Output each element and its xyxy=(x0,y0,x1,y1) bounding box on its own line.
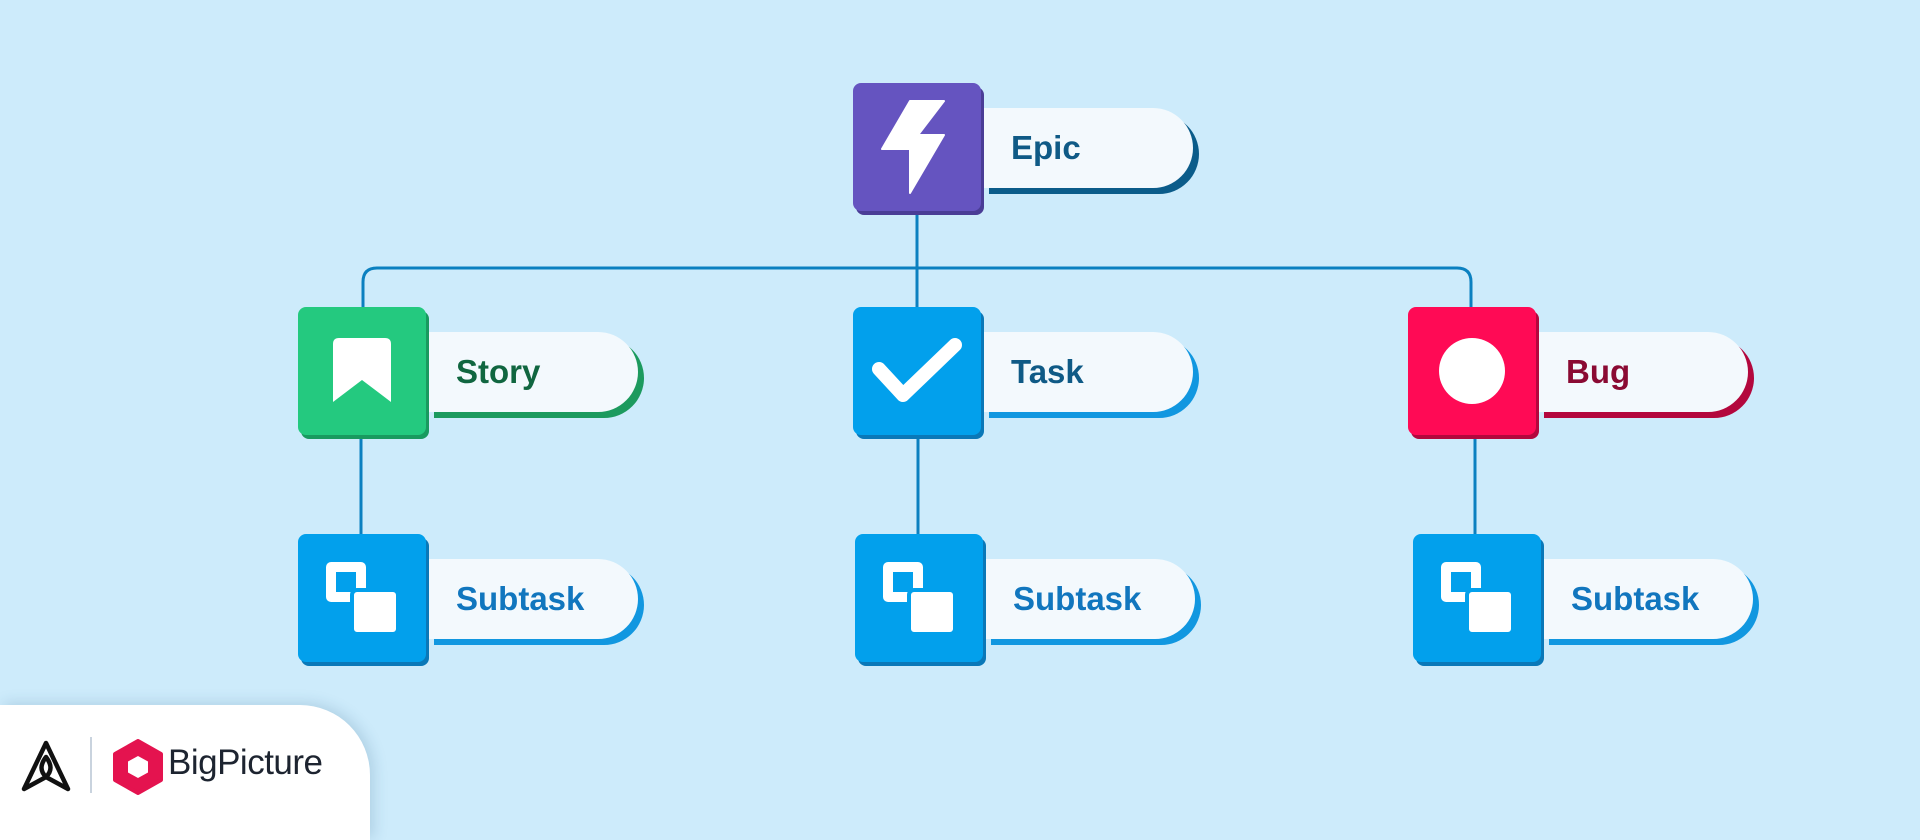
story-icon-box xyxy=(298,307,426,435)
epic-node: Epic xyxy=(853,83,1303,213)
epic-label: Epic xyxy=(1011,129,1081,166)
subtask-icon-box xyxy=(855,534,983,662)
subtask-icon-box xyxy=(298,534,426,662)
bug-label-pill: Bug xyxy=(1538,332,1748,412)
subtask-label-pill: Subtask xyxy=(1543,559,1753,639)
brand-logo-card: BigPicture xyxy=(0,705,370,840)
brand-name: BigPicture xyxy=(168,743,323,782)
subtask-squares-icon xyxy=(326,562,400,636)
checkmark-icon xyxy=(872,338,962,402)
bookmark-icon xyxy=(333,338,391,402)
logo-divider xyxy=(90,737,92,793)
epic-icon-box xyxy=(853,83,981,211)
subtask-label: Subtask xyxy=(1571,580,1700,617)
subtask-label: Subtask xyxy=(1013,580,1142,617)
task-node: Task xyxy=(853,307,1303,437)
bug-node: Bug xyxy=(1408,307,1858,437)
branch-bar-line xyxy=(361,266,1473,312)
epic-label-pill: Epic xyxy=(983,108,1193,188)
bug-label: Bug xyxy=(1566,353,1631,390)
bigpicture-logo-icon xyxy=(113,739,163,795)
subtask-squares-icon xyxy=(1441,562,1515,636)
subtask-node-task: Subtask xyxy=(855,534,1305,664)
lightning-bolt-icon xyxy=(881,100,945,194)
task-label: Task xyxy=(1011,353,1084,390)
story-label-pill: Story xyxy=(428,332,638,412)
subtask-squares-icon xyxy=(883,562,957,636)
appfire-logo-icon xyxy=(21,740,71,792)
circle-icon xyxy=(1439,338,1505,404)
bug-icon-box xyxy=(1408,307,1536,435)
subtask-label-pill: Subtask xyxy=(985,559,1195,639)
subtask-label-pill: Subtask xyxy=(428,559,638,639)
task-label-pill: Task xyxy=(983,332,1193,412)
story-label: Story xyxy=(456,353,541,390)
subtask-node-story: Subtask xyxy=(298,534,748,664)
story-node: Story xyxy=(298,307,748,437)
subtask-node-bug: Subtask xyxy=(1413,534,1863,664)
task-icon-box xyxy=(853,307,981,435)
subtask-icon-box xyxy=(1413,534,1541,662)
subtask-label: Subtask xyxy=(456,580,585,617)
